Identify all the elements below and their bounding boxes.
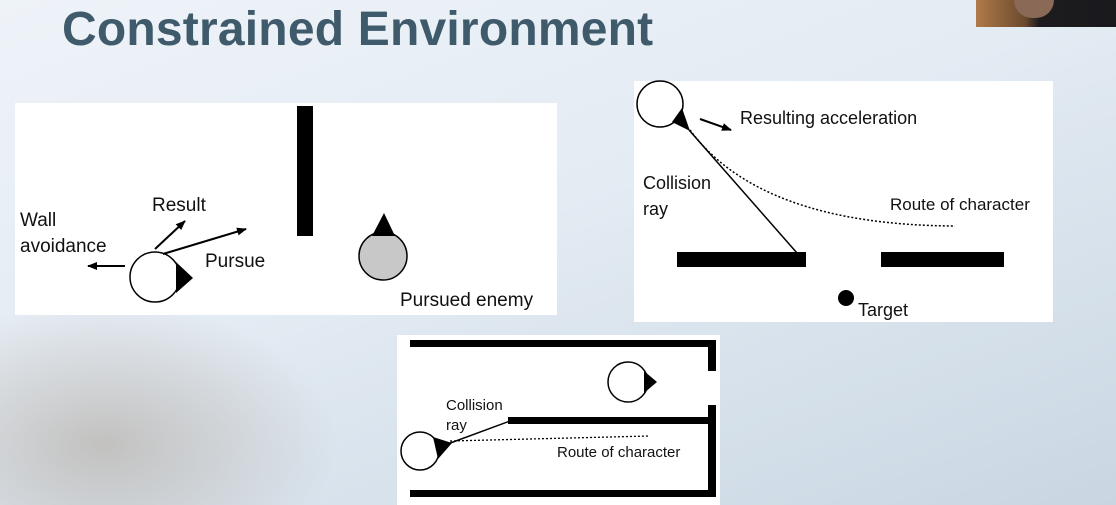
route-path bbox=[449, 435, 651, 442]
route-path bbox=[689, 129, 956, 227]
enemy-circle bbox=[358, 231, 408, 281]
slide-title: Constrained Environment bbox=[62, 3, 654, 56]
character-circle bbox=[129, 251, 181, 303]
character-upper-circle bbox=[607, 361, 649, 403]
label-target: Target bbox=[858, 300, 908, 320]
wall-right bbox=[881, 252, 1004, 267]
label-ray: ray bbox=[643, 199, 668, 219]
label-pursue: Pursue bbox=[205, 251, 265, 272]
background-glow bbox=[0, 300, 340, 505]
wall-bottom bbox=[410, 490, 716, 497]
label-route: Route of character bbox=[890, 195, 1030, 214]
label-pursued-enemy: Pursued enemy bbox=[400, 290, 534, 311]
label-avoidance: avoidance bbox=[20, 236, 107, 257]
character-circle bbox=[636, 80, 684, 128]
collision-ray bbox=[688, 129, 798, 254]
character-heading-icon bbox=[176, 262, 193, 293]
label-result: Result bbox=[152, 195, 207, 216]
label-collision: Collision bbox=[446, 397, 503, 414]
label-wall: Wall bbox=[20, 210, 56, 231]
diagram-c: Collision ray Route of character bbox=[400, 340, 716, 497]
wall-middle bbox=[508, 417, 716, 424]
pursue-arrow bbox=[162, 227, 247, 255]
diagram-b: Resulting acceleration Collision ray Rou… bbox=[636, 80, 1030, 320]
character-lower-heading-icon bbox=[433, 437, 452, 459]
label-ray: ray bbox=[446, 417, 467, 434]
label-route: Route of character bbox=[557, 444, 680, 461]
enemy-heading-icon bbox=[372, 213, 395, 236]
result-arrow bbox=[154, 220, 186, 250]
wall-left bbox=[677, 252, 806, 267]
wall-right-lower bbox=[708, 405, 716, 497]
wall-top bbox=[410, 340, 716, 347]
label-resulting-acceleration: Resulting acceleration bbox=[740, 108, 917, 128]
wall bbox=[297, 106, 313, 236]
acceleration-arrow bbox=[699, 118, 732, 131]
diagram-pursue-panel bbox=[15, 103, 557, 315]
character-upper-heading-icon bbox=[644, 371, 657, 393]
label-collision: Collision bbox=[643, 173, 711, 193]
target-dot bbox=[838, 290, 854, 306]
wall-right-upper bbox=[708, 340, 716, 371]
presenter-face bbox=[1014, 0, 1054, 18]
diagram-a: Wall avoidance Result Pursue Pursued ene… bbox=[20, 106, 534, 311]
character-heading-icon bbox=[672, 108, 690, 131]
webcam-thumbnail bbox=[976, 0, 1116, 27]
